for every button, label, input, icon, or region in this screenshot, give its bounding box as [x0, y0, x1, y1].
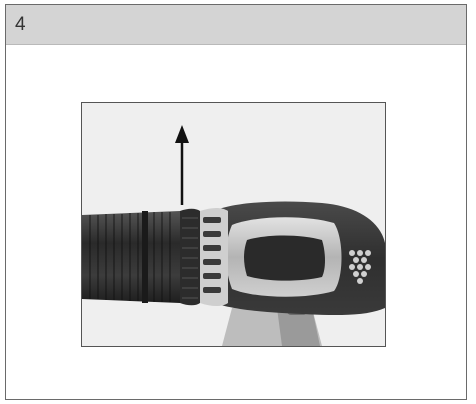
arrow-up-icon — [175, 125, 189, 205]
panel-header: 4 — [6, 5, 466, 45]
step-number: 4 — [15, 14, 26, 35]
figure-panel: 4 — [5, 4, 467, 400]
drill-illustration — [81, 102, 386, 347]
drill-icon — [82, 201, 385, 346]
